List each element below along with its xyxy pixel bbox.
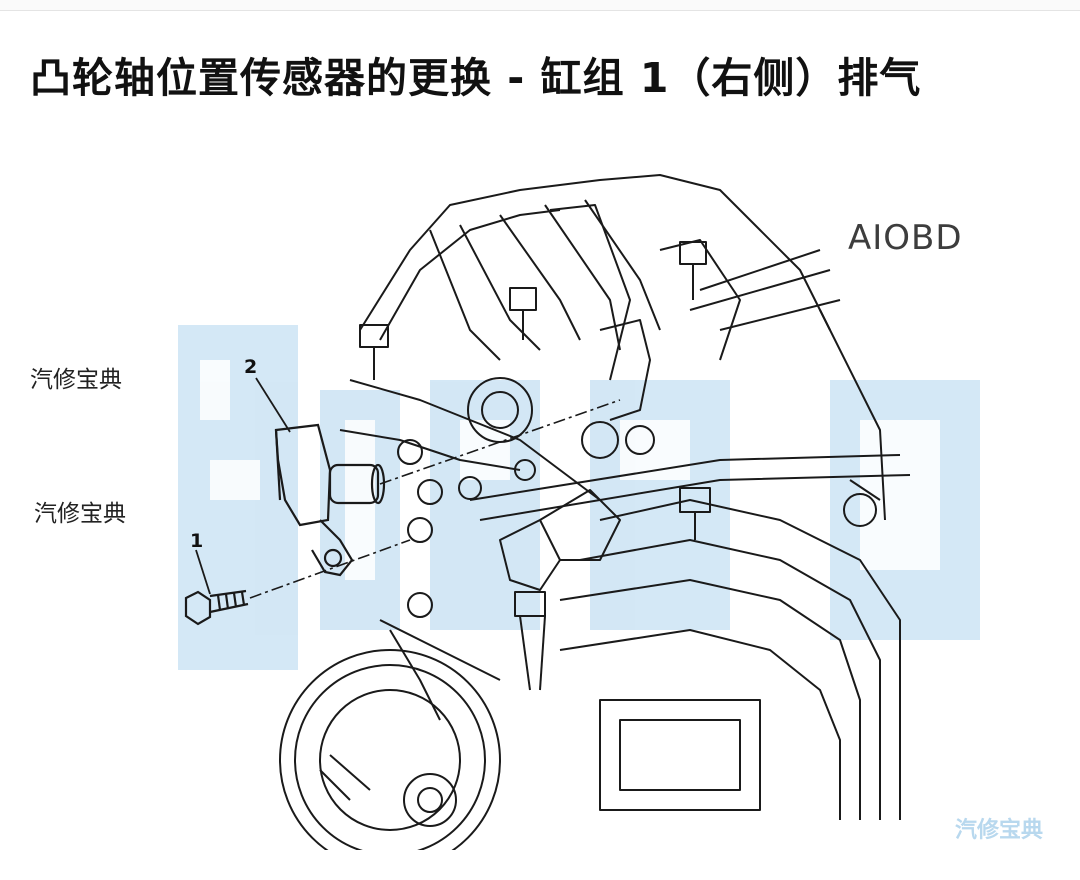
engine-illustration xyxy=(178,174,980,850)
corner-logo: 汽修宝典 xyxy=(955,818,1044,843)
callout-1: 1 xyxy=(190,530,204,552)
watermark-aiobd: AIOBD xyxy=(848,218,963,258)
sensor-bolt xyxy=(184,589,249,626)
page-title: 凸轮轴位置传感器的更换 - 缸组 1（右侧）排气 xyxy=(30,54,922,102)
watermark-text-2: 汽修宝典 xyxy=(34,501,126,527)
callout-2: 2 xyxy=(244,356,258,378)
watermark-text-1: 汽修宝典 xyxy=(30,367,122,393)
camshaft-position-sensor xyxy=(274,423,386,577)
top-divider xyxy=(0,0,1080,11)
